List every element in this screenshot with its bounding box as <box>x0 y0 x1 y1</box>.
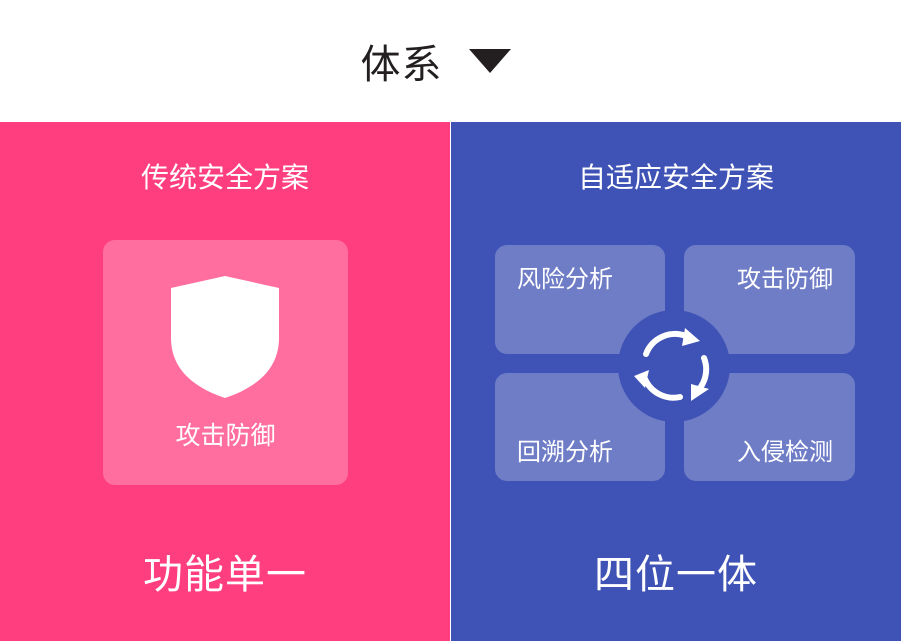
quadrant-label: 入侵检测 <box>737 438 833 466</box>
traditional-security-panel: 传统安全方案 攻击防御 功能单一 <box>0 122 450 641</box>
page-title: 体系 <box>360 42 443 88</box>
traditional-panel-footer: 功能单一 <box>143 552 307 598</box>
cycle-arrows-icon <box>618 310 730 422</box>
traditional-panel-title: 传统安全方案 <box>140 161 309 194</box>
adaptive-panel-title: 自适应安全方案 <box>577 161 774 194</box>
quadrant-attack-defense: 攻击防御 <box>684 245 855 354</box>
triangle-down-icon <box>468 49 511 73</box>
quadrant-label: 回溯分析 <box>517 438 613 466</box>
quadrant-label: 风险分析 <box>517 265 613 293</box>
quadrant-intrusion-detection: 入侵检测 <box>684 373 855 481</box>
shield-card-label: 攻击防御 <box>175 421 276 450</box>
adaptive-panel-footer: 四位一体 <box>594 552 758 598</box>
quadrant-label: 攻击防御 <box>737 265 833 293</box>
adaptive-security-panel: 自适应安全方案 风险分析 攻击防御 回溯分析 入侵检测 四位一体 <box>451 122 901 641</box>
header: 体系 <box>0 0 901 122</box>
panel-divider <box>450 122 451 641</box>
shield-card: 攻击防御 <box>103 240 348 485</box>
shield-icon <box>171 276 279 398</box>
